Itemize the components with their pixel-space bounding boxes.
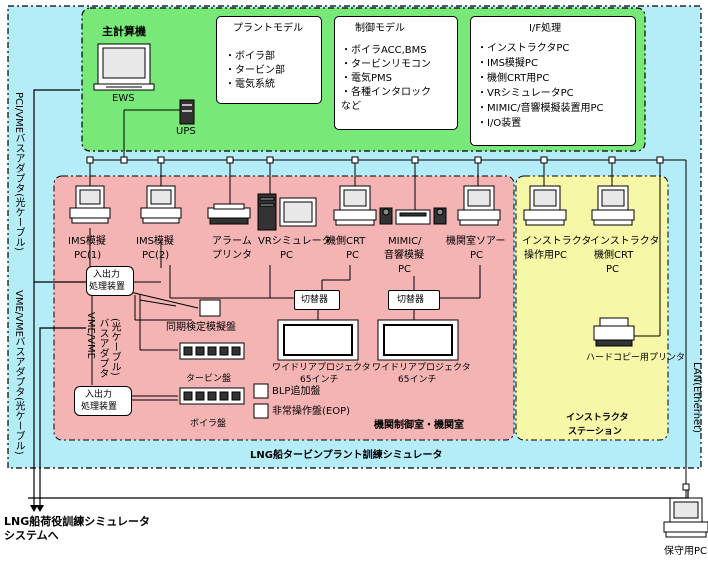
alarm-printer-icon (207, 203, 251, 225)
projector-1-label: 65インチ (300, 375, 339, 385)
if-processing-item: ・MIMIC/音響模擬装置用PC (477, 103, 604, 114)
ims1-pc-icon (69, 185, 111, 224)
io-unit-2-label: 処理装置 (81, 402, 118, 412)
station-label: インストラクタ (566, 413, 629, 423)
boiler-panel-icon (179, 387, 245, 405)
if-processing-item: ・機側CRT用PC (477, 73, 550, 84)
io-unit-1-label: 処理装置 (89, 282, 126, 292)
control-room-region (53, 175, 515, 441)
control-model-title: 制御モデル (355, 23, 405, 34)
eop-panel-label: 非常操作盤(EOP) (272, 406, 351, 417)
ups-label: UPS (176, 126, 196, 137)
inst-op-label: インストラクタ (522, 236, 592, 247)
boiler-panel-label: ボイラ盤 (190, 419, 227, 429)
pci-cable-label: PCI/VMEバスアダプタ(光ケーブル) (13, 92, 24, 251)
if-processing-item: ・VRシミュレータPC (477, 88, 574, 99)
ims1-label: PC(1) (74, 250, 102, 261)
control-model-item: など (341, 101, 361, 112)
control-model-item: ・ボイラACC,BMS (341, 45, 427, 56)
vr-label: VRシミュレータ (258, 236, 332, 247)
ups-icon (179, 99, 195, 125)
control-model-item: ・各種インタロック (341, 87, 431, 98)
io-unit-2-label: 入出力 (85, 390, 113, 400)
sync-panel-label: 同期検定模擬盤 (166, 322, 236, 333)
switcher-2: 切替器 (388, 290, 440, 310)
main-computer-label: 主計算機 (102, 25, 146, 38)
projector-1-label: ワイドリアプロジェクタ (272, 363, 371, 373)
ews-label: EWS (112, 93, 135, 104)
ims2-label: PC(2) (142, 250, 170, 261)
alarm-label: アラーム (212, 236, 252, 247)
vme-inner-cable-label: バスアダプタ (97, 318, 108, 378)
switcher-1-label: 切替器 (301, 295, 329, 305)
projector-2-icon (377, 319, 459, 361)
if-processing-item: ・IMS模擬PC (477, 58, 538, 69)
plant-model-item: ・ボイラ部 (225, 51, 275, 62)
ims1-label: IMS模擬 (68, 236, 106, 247)
projector-2-label: 65インチ (398, 375, 437, 385)
io-unit-1: 入出力 処理装置 (86, 266, 134, 296)
io-unit-2: 入出力 処理装置 (74, 386, 132, 416)
instructor-station-region (515, 175, 669, 441)
vme-inner-cable-label: (光ケーブル) (109, 318, 120, 376)
inst-op-label: 操作用PC (524, 250, 568, 261)
plant-model-item: ・タービン部 (225, 65, 285, 76)
blp-panel-icon (253, 383, 269, 399)
ims2-pc-icon (140, 185, 182, 224)
inst-crt-label: インストラクタ (590, 236, 660, 247)
vr-pc-icon (257, 193, 317, 231)
blp-panel-label: BLP追加盤 (272, 386, 321, 397)
alarm-label: プリンタ (212, 250, 252, 261)
switcher-1: 切替器 (294, 290, 340, 310)
if-processing-box: I/F処理 ・インストラクタPC ・IMS模擬PC ・機側CRT用PC ・VRシ… (470, 16, 636, 146)
station-label: ステーション (568, 427, 622, 437)
inst-crt-pc-icon (591, 185, 635, 226)
control-room-label: 機関制御室・機関室 (374, 420, 464, 431)
if-processing-title: I/F処理 (529, 23, 562, 34)
control-model-item: ・タービンリモコン (341, 59, 431, 70)
if-processing-item: ・インストラクタPC (477, 43, 570, 54)
crt-label: PC (346, 250, 360, 261)
eop-panel-icon (253, 403, 269, 419)
hardcopy-printer-label: ハードコピー用プリンタ (586, 353, 686, 363)
plant-model-box: プラントモデル ・ボイラ部 ・タービン部 ・電気系統 (216, 16, 322, 104)
plant-model-item: ・電気系統 (225, 79, 275, 90)
crt-label: 機側CRT (326, 236, 366, 247)
if-processing-item: ・I/O装置 (477, 118, 522, 129)
io-unit-1-label: 入出力 (93, 270, 121, 280)
sync-panel-icon (199, 299, 221, 317)
inst-crt-label: 機側CRT (594, 250, 634, 261)
lan-label: LAN(Ethernet) (691, 362, 702, 434)
mimic-label: 音響模擬 (384, 250, 424, 261)
crt-pc-icon (333, 185, 377, 226)
ims2-label: IMS模擬 (136, 236, 174, 247)
inst-crt-label: PC (606, 264, 620, 275)
maintenance-pc-label: 保守用PC (664, 546, 708, 557)
projector-2-label: ワイドリアプロジェクタ (372, 363, 471, 373)
projector-1-icon (277, 319, 359, 361)
inst-op-pc-icon (523, 185, 567, 226)
switcher-2-label: 切替器 (397, 295, 425, 305)
control-model-box: 制御モデル ・ボイラACC,BMS ・タービンリモコン ・電気PMS ・各種イン… (334, 16, 458, 130)
sorr-pc-icon (457, 185, 501, 226)
external-system-label: システムへ (4, 529, 59, 542)
turbine-panel-label: タービン盤 (186, 374, 232, 384)
vr-label: PC (280, 250, 294, 261)
vme-inner-cable-label: VME/VME (85, 312, 96, 359)
plant-model-title: プラントモデル (233, 23, 303, 34)
vme-outer-cable-label: VME/VMEバスアダプタ(光ケーブル) (13, 290, 24, 455)
mimic-pc-icon (379, 207, 447, 225)
hardcopy-printer-icon (593, 317, 635, 347)
external-system-label: LNG船荷役訓練シミュレータ (4, 515, 151, 528)
control-model-item: ・電気PMS (341, 73, 393, 84)
maintenance-pc-icon (663, 497, 708, 538)
sorr-label: 機関室ソアー (446, 236, 506, 247)
ews-workstation-icon (93, 43, 155, 91)
mimic-label: PC (398, 264, 412, 275)
sorr-label: PC (470, 250, 484, 261)
mimic-label: MIMIC/ (388, 236, 422, 247)
system-label: LNG船タービンプラント訓練シミュレータ (250, 450, 443, 461)
turbine-panel-icon (179, 342, 245, 360)
